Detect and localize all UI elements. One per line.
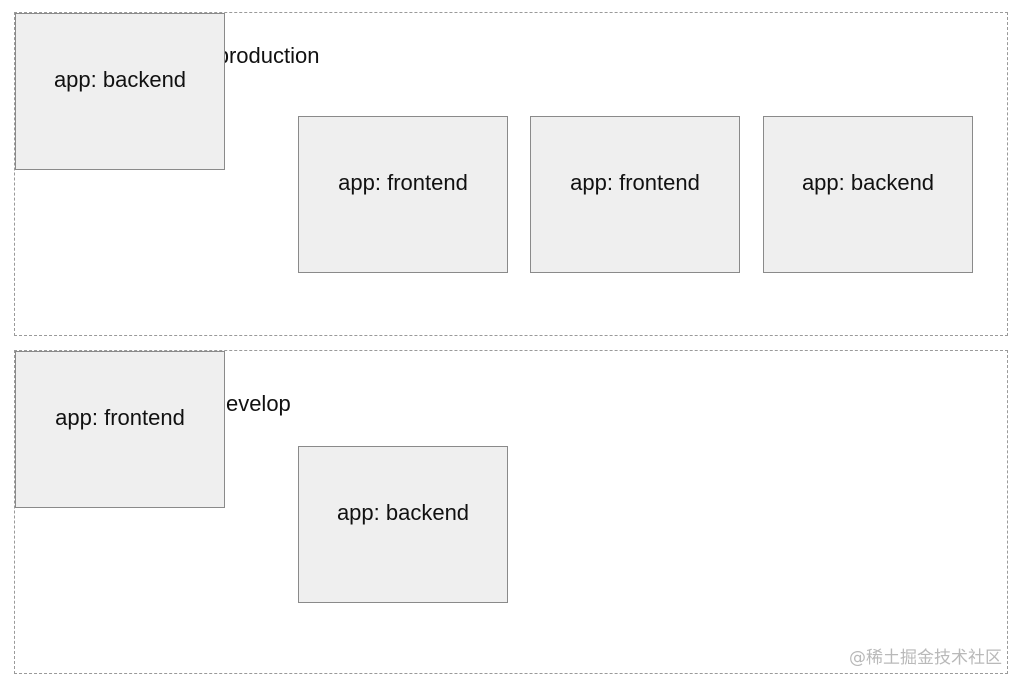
pod-box: app: frontend	[298, 116, 508, 273]
pod-box: app: backend	[298, 446, 508, 603]
pod-label: app: frontend	[338, 169, 468, 195]
pod-label: app: backend	[336, 499, 470, 525]
pod-label: app: frontend	[570, 169, 700, 195]
watermark-text: @稀土掘金技术社区	[849, 648, 1002, 668]
pod-box: app: frontend	[530, 116, 740, 273]
pod-box: app: backend	[763, 116, 973, 273]
pod-label: app: backend	[53, 66, 187, 92]
namespace-production: Namespace : production app: frontend app…	[14, 12, 1008, 336]
pod-label: app: backend	[801, 169, 935, 195]
namespace-develop: Namespace : develop app: backend app: fr…	[14, 350, 1008, 674]
pod-box: app: backend	[15, 13, 225, 170]
pod-box: app: frontend	[15, 351, 225, 508]
pod-label: app: frontend	[55, 404, 185, 430]
